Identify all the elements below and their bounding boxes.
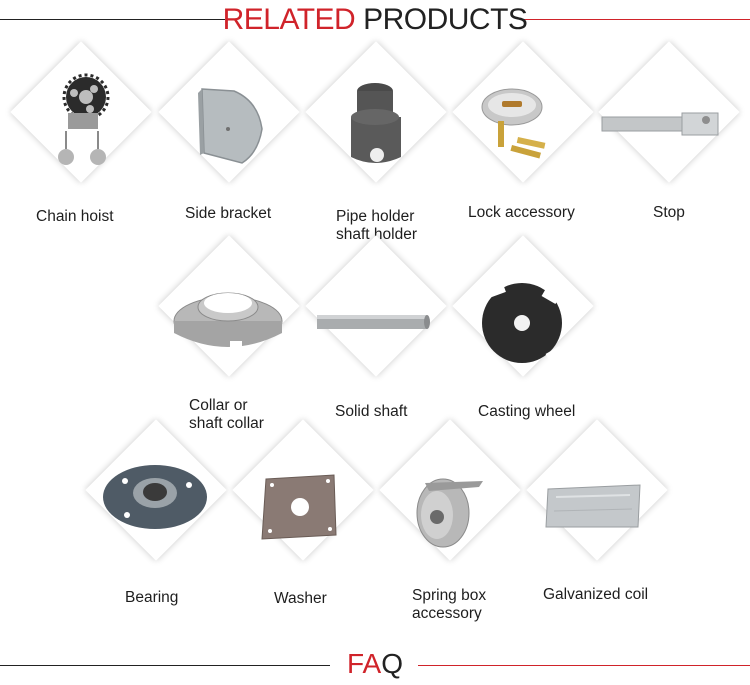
- header-line-right: [524, 19, 750, 20]
- bearing-icon: [103, 465, 207, 529]
- pipe-holder-icon: [351, 83, 401, 163]
- product-label: Stop: [653, 204, 685, 221]
- product-label: Lock accessory: [468, 204, 575, 221]
- faq-title-dark: Q: [381, 648, 403, 679]
- product-side-bracket[interactable]: Side bracket: [158, 41, 308, 237]
- header-line-left: [0, 19, 225, 20]
- chain-hoist-icon: [58, 73, 110, 165]
- faq-title-red: FA: [346, 648, 382, 679]
- product-label: Galvanized coil: [543, 586, 649, 603]
- galvanized-coil-icon: [545, 484, 641, 528]
- section-title-red: RELATED: [222, 3, 356, 36]
- faq-title: FAQ: [0, 648, 750, 680]
- product-galvanized-coil[interactable]: Galvanized coil: [526, 419, 676, 615]
- product-pipe-holder[interactable]: Pipe holder shaft holder: [305, 41, 455, 243]
- product-label: Spring box accessory: [412, 587, 487, 622]
- product-chain-hoist[interactable]: Chain hoist: [10, 41, 160, 237]
- product-spring-box[interactable]: Spring box accessory: [379, 419, 529, 622]
- product-solid-shaft[interactable]: Solid shaft: [305, 235, 455, 431]
- product-label: Chain hoist: [36, 208, 114, 225]
- product-stop[interactable]: Stop: [598, 41, 748, 237]
- product-label: Washer: [274, 590, 327, 607]
- product-lock-accessory[interactable]: Lock accessory: [452, 41, 602, 237]
- product-casting-wheel[interactable]: Casting wheel: [452, 235, 602, 431]
- section-title: RELATED PRODUCTS: [0, 3, 750, 37]
- product-label: Pipe holder shaft holder: [336, 208, 417, 243]
- section-title-dark: PRODUCTS: [363, 3, 528, 36]
- product-collar[interactable]: Collar or shaft collar: [158, 235, 308, 432]
- footer-line-right: [418, 665, 750, 666]
- product-bearing[interactable]: Bearing: [85, 419, 235, 615]
- product-washer[interactable]: Washer: [232, 419, 382, 615]
- product-label: Bearing: [125, 589, 179, 606]
- product-label: Collar or shaft collar: [189, 397, 264, 432]
- lock-accessory-icon: [481, 88, 546, 159]
- product-label: Side bracket: [185, 205, 272, 222]
- washer-icon: [261, 474, 337, 540]
- solid-shaft-icon: [317, 315, 430, 329]
- product-label: Solid shaft: [335, 403, 408, 420]
- collar-icon: [173, 292, 283, 351]
- footer-line-left: [0, 665, 330, 666]
- spring-box-icon: [416, 478, 483, 548]
- side-bracket-icon: [198, 88, 263, 164]
- stop-icon: [601, 112, 719, 136]
- product-label: Casting wheel: [478, 403, 576, 420]
- casting-wheel-icon: [482, 278, 567, 367]
